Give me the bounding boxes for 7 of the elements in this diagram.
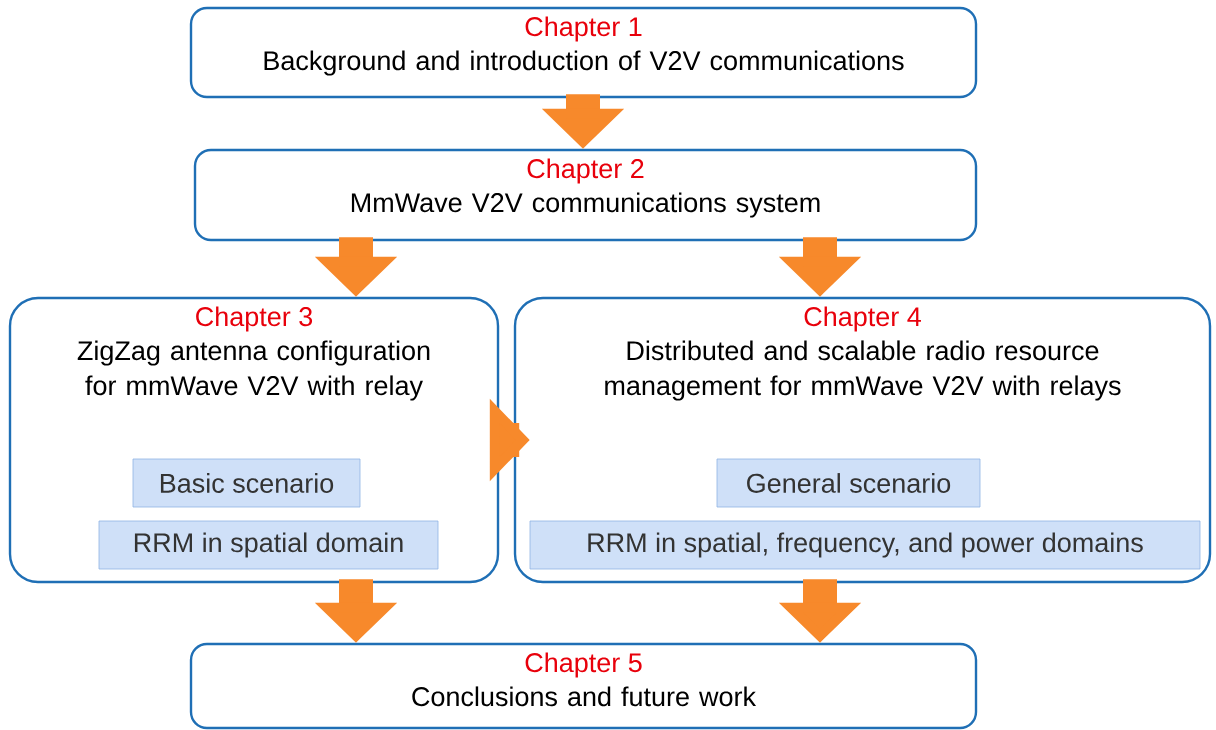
chapter-box: Chapter 2 MmWave V2V communications system [193,148,978,242]
sub-box: General scenario [716,458,981,508]
sub-box: RRM in spatial domain [98,520,439,570]
sub-box: RRM in spatial, frequency, and power domains [529,520,1201,570]
chapter-box: Chapter 5 Conclusions and future work [189,642,978,730]
chapter-box: Chapter 1 Background and introduction of V2V communications [189,6,978,99]
sub-box: Basic scenario [132,458,361,508]
